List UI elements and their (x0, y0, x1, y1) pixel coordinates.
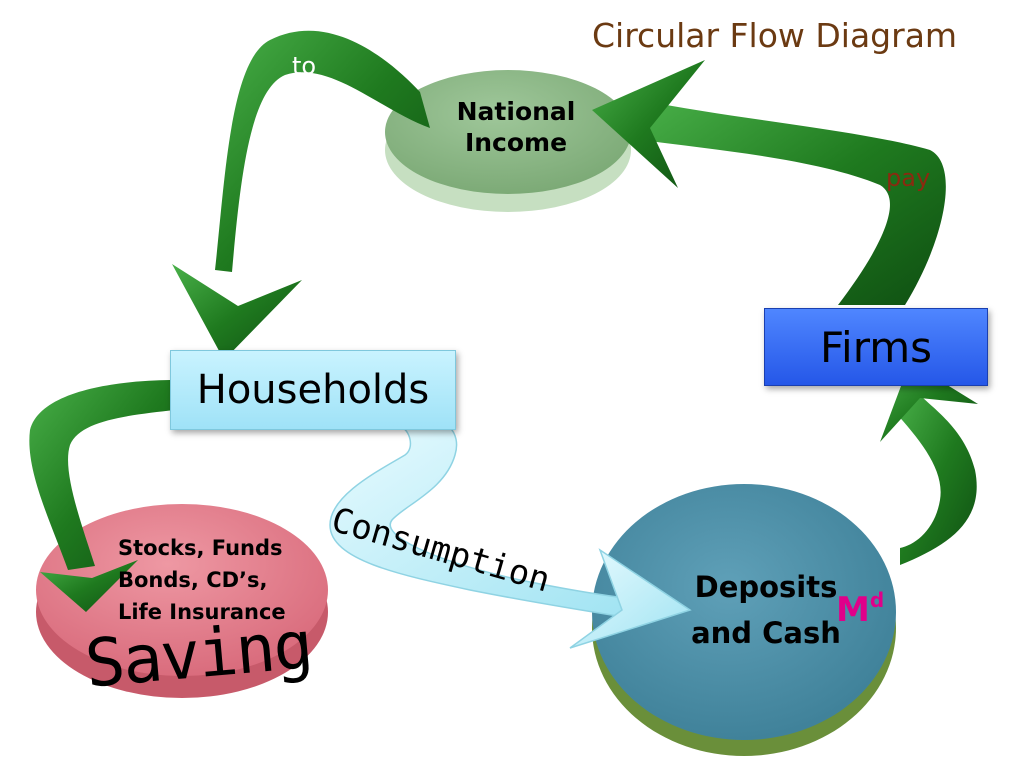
deposits-label: Deposits and Cash (660, 564, 872, 656)
national-income-disc (385, 70, 631, 212)
income-to-households-arrow (172, 30, 430, 360)
households-label: Households (196, 367, 430, 413)
deposits-line2: and Cash (691, 616, 841, 650)
stocks-line1: Stocks, Funds (118, 536, 283, 560)
saving-instruments-label: Stocks, Funds Bonds, CD’s, Life Insuranc… (118, 532, 286, 628)
diagram-title: Circular Flow Diagram (592, 16, 958, 55)
deposits-disc (592, 484, 896, 756)
money-demand-m: M (836, 590, 870, 630)
saving-disc (36, 504, 328, 698)
households-node: Households (170, 350, 456, 430)
deposits-line1: Deposits (694, 570, 838, 604)
deposits-to-firms-arrow (880, 362, 978, 565)
money-demand-superscript: d (869, 588, 885, 612)
firms-label: Firms (819, 322, 933, 372)
money-demand-label: Md (836, 588, 884, 630)
firms-to-income-arrow (592, 60, 946, 305)
consumption-arrow (329, 418, 692, 649)
households-to-saving-arrow (29, 380, 175, 612)
national-income-label: National Income (428, 96, 604, 158)
stocks-line3: Life Insurance (118, 600, 286, 624)
national-income-line1: National (456, 97, 576, 126)
stocks-line2: Bonds, CD’s, (118, 568, 268, 592)
to-flow-label: to (292, 52, 317, 80)
national-income-line2: Income (464, 128, 568, 157)
pay-flow-label: pay (886, 164, 931, 192)
firms-node: Firms (764, 308, 988, 386)
